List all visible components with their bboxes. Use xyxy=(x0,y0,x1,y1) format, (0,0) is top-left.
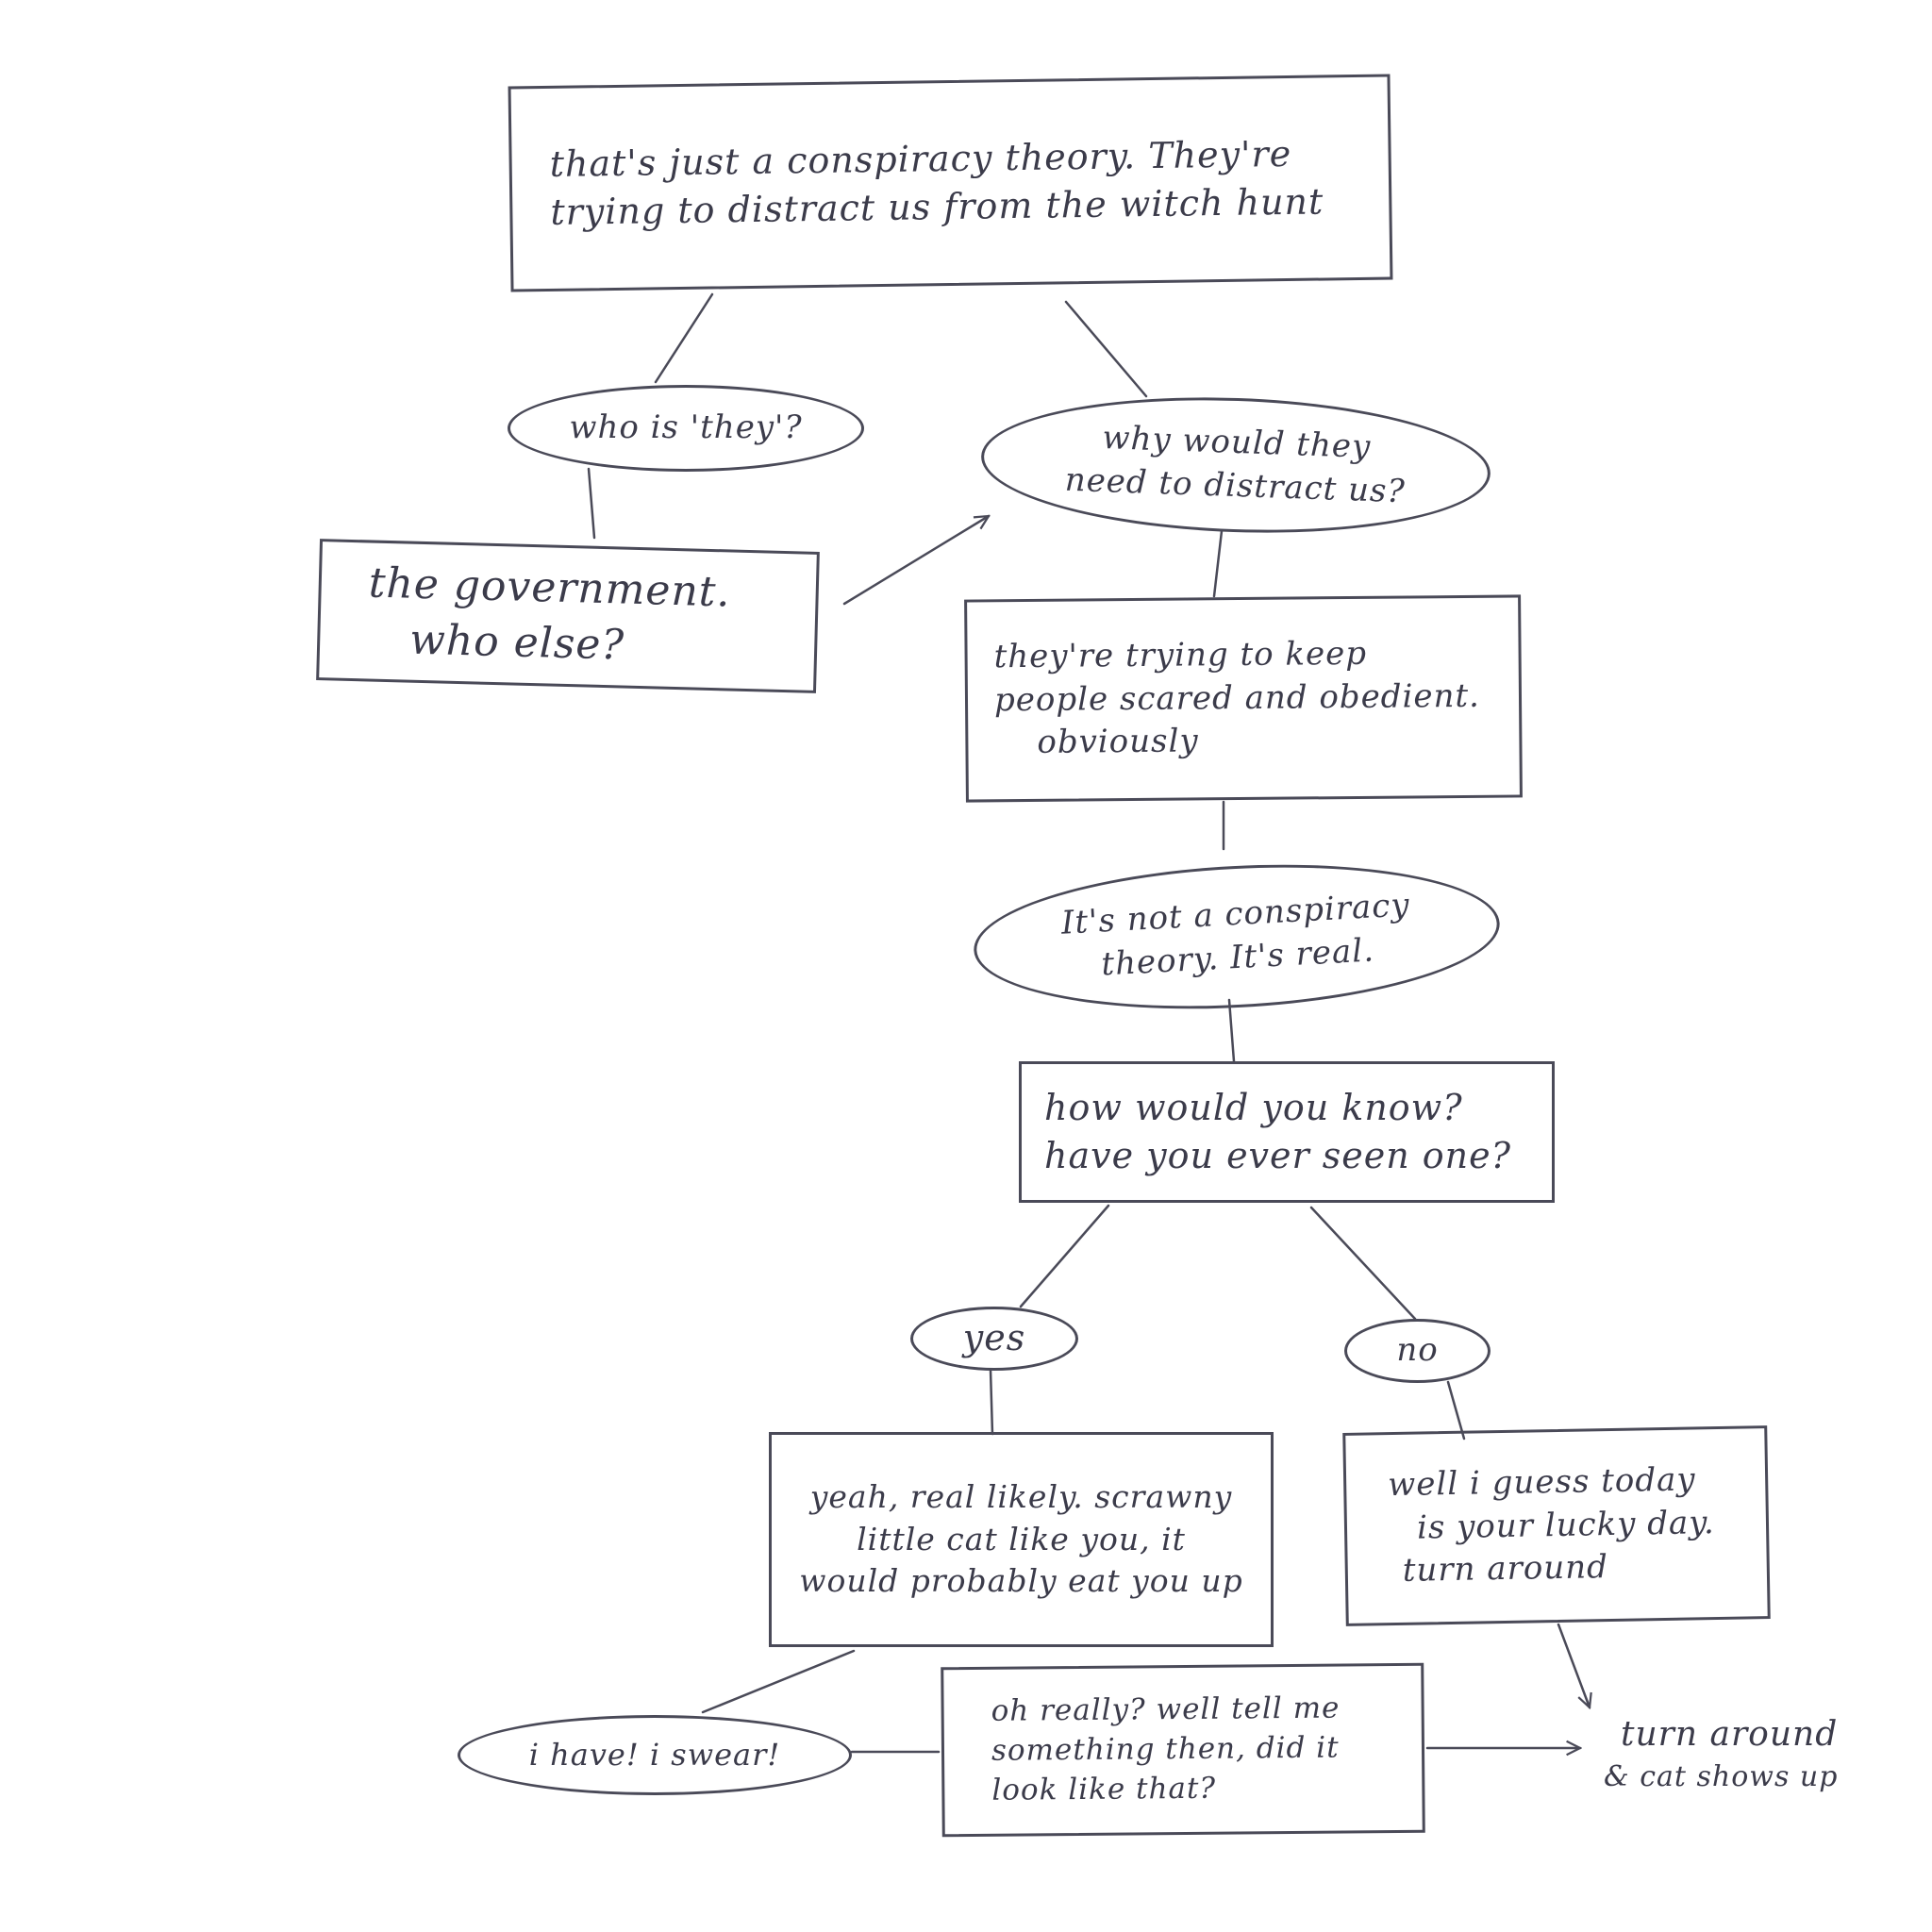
connector-line xyxy=(587,467,596,540)
response-box: yeah, real likely. scrawny little cat li… xyxy=(769,1432,1274,1647)
node-text-line: yes xyxy=(962,1317,1026,1359)
connector-line xyxy=(989,1368,994,1436)
connector-line xyxy=(1212,529,1224,598)
connector-line xyxy=(1019,1204,1110,1308)
node-text-line: obviously xyxy=(1037,722,1199,762)
connector-line xyxy=(1309,1206,1417,1321)
connector-line xyxy=(1446,1380,1466,1441)
answer-yes-ellipse: yes xyxy=(910,1307,1078,1371)
connector-arrow xyxy=(1557,1623,1590,1707)
connector-line xyxy=(654,292,714,384)
node-text-line: well i guess today xyxy=(1387,1460,1696,1504)
node-text-line: trying to distract us from the witch hun… xyxy=(550,180,1324,233)
node-text-line: turn around xyxy=(1621,1715,1839,1755)
question-box: how would you know? have you ever seen o… xyxy=(1019,1061,1555,1203)
node-text-line: would probably eat you up xyxy=(799,1562,1243,1600)
node-text-line: something then, did it xyxy=(991,1730,1340,1768)
node-text-line: oh really? well tell me xyxy=(991,1690,1341,1729)
connector-line xyxy=(1227,998,1236,1063)
node-text-line: they're trying to keep xyxy=(993,634,1368,675)
node-text-line: people scared and obedient. xyxy=(993,676,1481,719)
connector-arrow xyxy=(842,516,989,606)
node-text-line: who is 'they'? xyxy=(569,408,803,447)
node-text-line: who else? xyxy=(408,615,625,670)
outcome-text: turn around & cat shows up xyxy=(1604,1707,1901,1802)
node-text-line: look like that? xyxy=(991,1771,1217,1807)
connector-line xyxy=(1064,300,1148,398)
node-text-line: & cat shows up xyxy=(1604,1760,1839,1794)
answer-box: they're trying to keep people scared and… xyxy=(964,594,1523,803)
node-text-line: yeah, real likely. scrawny xyxy=(809,1478,1233,1516)
question-ellipse: who is 'they'? xyxy=(508,385,864,472)
connector-line xyxy=(701,1649,856,1714)
node-text-line: how would you know? xyxy=(1044,1086,1463,1128)
claim-ellipse: i have! i swear! xyxy=(458,1715,852,1795)
node-text-line: turn around xyxy=(1402,1548,1609,1591)
node-text-line: i have! i swear! xyxy=(528,1736,781,1773)
node-text-line: no xyxy=(1396,1331,1439,1370)
node-text-line: the government. xyxy=(368,558,732,617)
node-text-line: have you ever seen one? xyxy=(1044,1135,1511,1176)
question-box: oh really? well tell me something then, … xyxy=(941,1662,1425,1838)
response-box: well i guess today is your lucky day. tu… xyxy=(1342,1425,1771,1626)
answer-box: the government. who else? xyxy=(316,539,820,693)
node-text-line: is your lucky day. xyxy=(1416,1503,1716,1547)
answer-no-ellipse: no xyxy=(1344,1319,1491,1383)
node-text-line: little cat like you, it xyxy=(857,1520,1186,1557)
statement-box: that's just a conspiracy theory. They're… xyxy=(508,74,1393,292)
